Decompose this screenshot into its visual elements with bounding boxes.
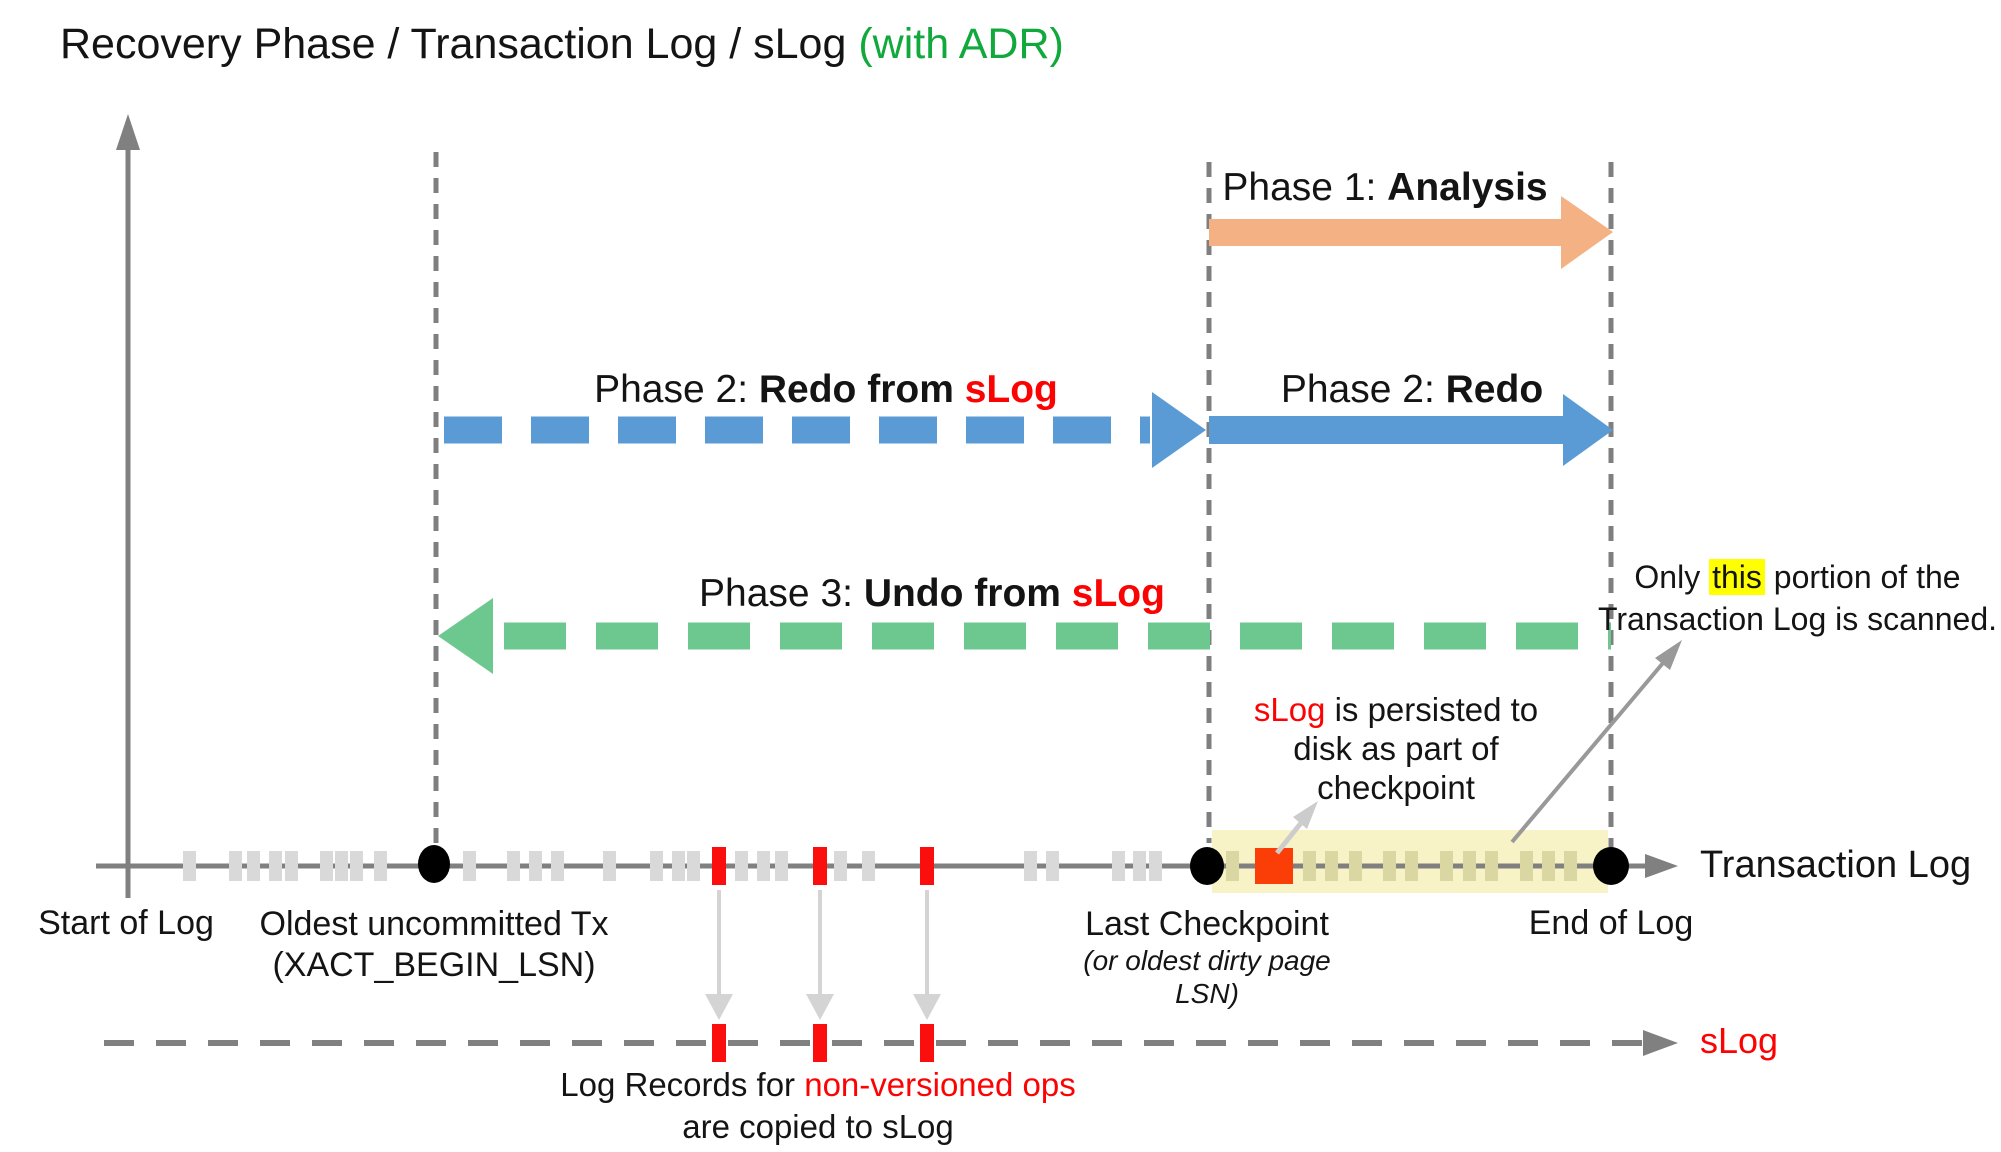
checkpoint-line3: LSN) <box>1175 978 1239 1009</box>
guide-lines <box>433 152 1614 851</box>
slog-axis <box>104 1030 1678 1056</box>
copy-note-pre: Log Records for <box>560 1066 805 1103</box>
phase1-prefix: Phase 1: <box>1222 166 1388 209</box>
slog-axis-arrowhead-icon <box>1643 1030 1678 1056</box>
scan-note-post: portion of the <box>1764 559 1961 595</box>
phase2-slog-accent: sLog <box>964 368 1058 411</box>
end-of-log-label: End of Log <box>1528 904 1694 942</box>
phase2-redo-arrow <box>1209 394 1613 466</box>
x-axis-arrowhead-icon <box>1645 854 1678 878</box>
scan-note-arrow <box>1510 640 1682 844</box>
y-axis-arrowhead-icon <box>116 114 140 150</box>
scanned-log-record-ticks <box>1226 851 1577 881</box>
phase2-slog-prefix: Phase 2: <box>594 368 759 411</box>
diagram-title: Recovery Phase / Transaction Log / sLog … <box>60 20 1064 69</box>
persist-note-arrow <box>1275 801 1318 855</box>
slog-axis-label: sLog <box>1700 1020 1779 1061</box>
transaction-log-axis-label: Transaction Log <box>1700 844 1972 886</box>
log-record-ticks <box>183 851 1162 881</box>
phase1-analysis-arrow <box>1209 196 1613 269</box>
last-checkpoint-label: Last Checkpoint (or oldest dirty page LS… <box>1083 904 1330 1010</box>
scan-note: Only this portion of the Transaction Log… <box>1598 556 1997 640</box>
persist-note-line1: is persisted to <box>1325 691 1539 728</box>
slog-copied-ticks <box>712 1024 934 1062</box>
scan-note-highlight: this <box>1709 559 1765 595</box>
phase3-undo-arrow <box>438 598 1611 674</box>
end-of-log-dot <box>1593 847 1629 885</box>
checkpoint-line1: Last Checkpoint <box>1085 905 1329 943</box>
phase2-slog-name: Redo from <box>758 368 965 411</box>
oldest-tx-line1: Oldest uncommitted Tx <box>259 905 609 943</box>
phase2-slog-label: Phase 2: Redo from sLog <box>594 368 1058 412</box>
persist-note: sLog is persisted to disk as part of che… <box>1254 690 1538 807</box>
title-main: Recovery Phase / Transaction Log / sLog <box>60 20 859 68</box>
y-axis <box>116 114 140 898</box>
phase2-prefix: Phase 2: <box>1280 368 1446 411</box>
start-of-log-label: Start of Log <box>38 904 214 942</box>
phase3-name: Undo from <box>863 572 1072 615</box>
phase3-accent: sLog <box>1071 572 1165 615</box>
checkpoint-dot <box>1190 847 1224 885</box>
oldest-tx-dot <box>418 845 450 883</box>
scan-note-line2: Transaction Log is scanned. <box>1597 601 1997 637</box>
phase2-label: Phase 2: Redo <box>1281 368 1543 412</box>
phase2-redo-from-slog-arrow <box>444 392 1206 468</box>
phase2-name: Redo <box>1445 368 1544 411</box>
oldest-tx-line2: (XACT_BEGIN_LSN) <box>272 946 596 984</box>
title-adr-suffix: (with ADR) <box>858 20 1064 68</box>
scan-note-pre: Only <box>1634 559 1710 595</box>
non-versioned-op-ticks <box>712 847 934 885</box>
copy-note-line2: are copied to sLog <box>682 1108 954 1145</box>
checkpoint-line2: (or oldest dirty page <box>1083 945 1331 976</box>
copy-note-accent: non-versioned ops <box>804 1066 1076 1103</box>
slog-persist-square <box>1255 848 1293 884</box>
persist-note-line2: disk as part of <box>1293 730 1499 767</box>
phase3-prefix: Phase 3: <box>699 572 864 615</box>
persist-note-accent: sLog <box>1253 691 1326 728</box>
persist-note-line3: checkpoint <box>1317 769 1475 806</box>
oldest-tx-label: Oldest uncommitted Tx (XACT_BEGIN_LSN) <box>260 904 609 986</box>
phase1-name: Analysis <box>1387 166 1548 209</box>
copy-to-slog-arrows <box>705 890 941 1020</box>
phase3-label: Phase 3: Undo from sLog <box>699 572 1165 616</box>
copy-note: Log Records for non-versioned ops are co… <box>560 1064 1075 1148</box>
landmark-dots <box>418 845 1629 885</box>
phase1-label: Phase 1: Analysis <box>1222 166 1547 210</box>
